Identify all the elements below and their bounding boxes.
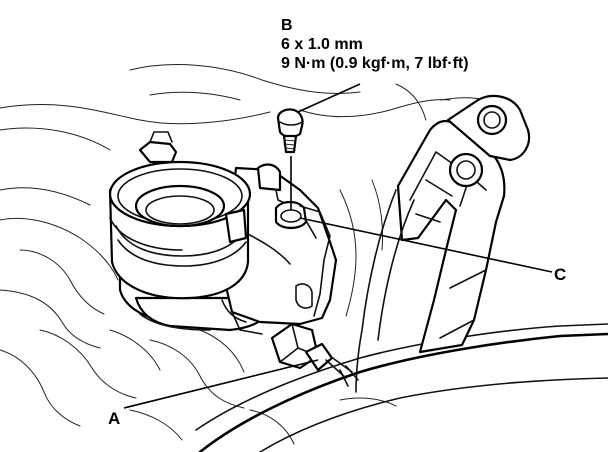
lower-panel xyxy=(195,323,608,452)
throttle-body xyxy=(108,131,338,335)
connector-a xyxy=(270,322,359,387)
callout-b-torque: 9 N·m (0.9 kgf·m, 7 lbf·ft) xyxy=(281,55,469,72)
labels: B 6 x 1.0 mm 9 N·m (0.9 kgf·m, 7 lbf·ft)… xyxy=(108,17,566,428)
leader-lines xyxy=(123,83,553,409)
callout-b-size: 6 x 1.0 mm xyxy=(281,36,363,53)
callout-c-letter: C xyxy=(554,265,566,284)
bolt-b xyxy=(276,108,304,210)
background-contours xyxy=(0,64,486,445)
support-bracket xyxy=(355,94,531,393)
leader-a xyxy=(123,359,319,409)
leader-c xyxy=(299,217,553,273)
callout-b-letter: B xyxy=(281,17,293,34)
callout-a-letter: A xyxy=(108,409,120,428)
leader-b xyxy=(297,83,361,113)
